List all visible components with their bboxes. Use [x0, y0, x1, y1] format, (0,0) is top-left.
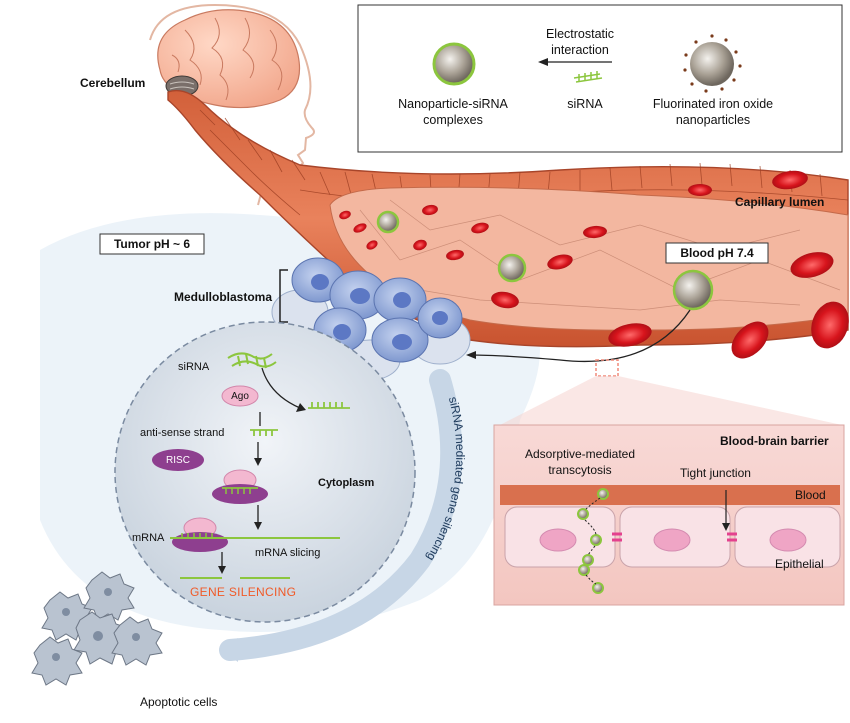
apoptotic-nuclei: [52, 588, 140, 661]
arrow-sirna-to-sense: [261, 367, 301, 409]
capillary-lumen-label: Capillary lumen: [735, 195, 825, 209]
legend-fluorinated-label-2: nanoparticles: [675, 113, 751, 127]
cerebellum-label: Cerebellum: [80, 76, 146, 90]
sirna-legend-icon: [573, 71, 603, 83]
cerebellum-folds: [169, 81, 195, 90]
delivery-arrow: [469, 309, 691, 363]
cell-sirna-icon: [227, 352, 277, 369]
adsorptive-label-2: transcytosis: [548, 463, 612, 477]
tumor-ph-label: Tumor pH ~ 6: [113, 237, 191, 251]
adsorptive-label-1: Adsorptive-mediated: [524, 447, 636, 461]
epithelial-label: Epithelial: [775, 557, 824, 571]
ago-protein: [221, 385, 259, 407]
mrna-label: mRNA: [132, 532, 165, 544]
cell-sirna-label: siRNA: [178, 361, 210, 373]
red-blood-cells: [339, 170, 849, 359]
tight-junction-label: Tight junction: [680, 466, 751, 480]
apoptotic-cells-label: Apoptotic cells: [140, 695, 218, 709]
bbb-blood-layer: [500, 485, 840, 505]
tumor-cluster: [271, 257, 471, 381]
legend-electrostatic-label-2: interaction: [551, 43, 609, 57]
blood-ph-label: Blood pH 7.4: [680, 246, 754, 260]
brain-folds: [171, 17, 283, 101]
risc-complex: [152, 449, 204, 471]
vessel-nanoparticles: [376, 210, 714, 311]
bbb-zoom-marker: [595, 359, 619, 377]
mrna-complex: [170, 517, 340, 552]
antisense-label: anti-sense strand: [140, 427, 225, 439]
legend-sirna-label: siRNA: [567, 97, 603, 111]
complex-nanoparticle-icon: [432, 42, 476, 86]
fluorinated-nanoparticle-icon: [683, 34, 742, 93]
epithelial-cells: [504, 506, 841, 568]
legend-complex-label-1: Nanoparticle-siRNA: [398, 97, 508, 111]
sense-strand: [308, 402, 350, 409]
gene-silencing-label: GENE SILENCING: [190, 585, 297, 599]
tumor-ph-box: [99, 233, 205, 255]
bbb-zoom-cone: [500, 376, 842, 425]
transcytosis-nanoparticles: [577, 488, 609, 594]
assembled-risc: [212, 469, 268, 504]
silencing-arc: [219, 369, 463, 661]
legend-complex-label-2: complexes: [423, 113, 483, 127]
tumor-bracket: [279, 269, 288, 323]
medulloblastoma-label: Medulloblastoma: [174, 290, 273, 304]
apoptotic-cells: [31, 571, 163, 686]
transcytosis-path: [584, 497, 601, 585]
ago-label: Ago: [231, 391, 249, 402]
antisense-strand: [250, 429, 278, 436]
legend-fluorinated-label-1: Fluorinated iron oxide: [652, 97, 774, 111]
bbb-blood-label: Blood: [795, 488, 826, 502]
tight-junction-markers: [612, 532, 737, 542]
legend-electrostatic-label-1: Electrostatic: [545, 27, 615, 41]
risc-label: RISC: [166, 455, 190, 466]
mrna-slicing-label: mRNA slicing: [255, 547, 321, 559]
blood-ph-box: [665, 242, 769, 264]
bbb-title-label: Blood-brain barrier: [720, 434, 829, 448]
cytoplasm-label: Cytoplasm: [318, 477, 375, 489]
